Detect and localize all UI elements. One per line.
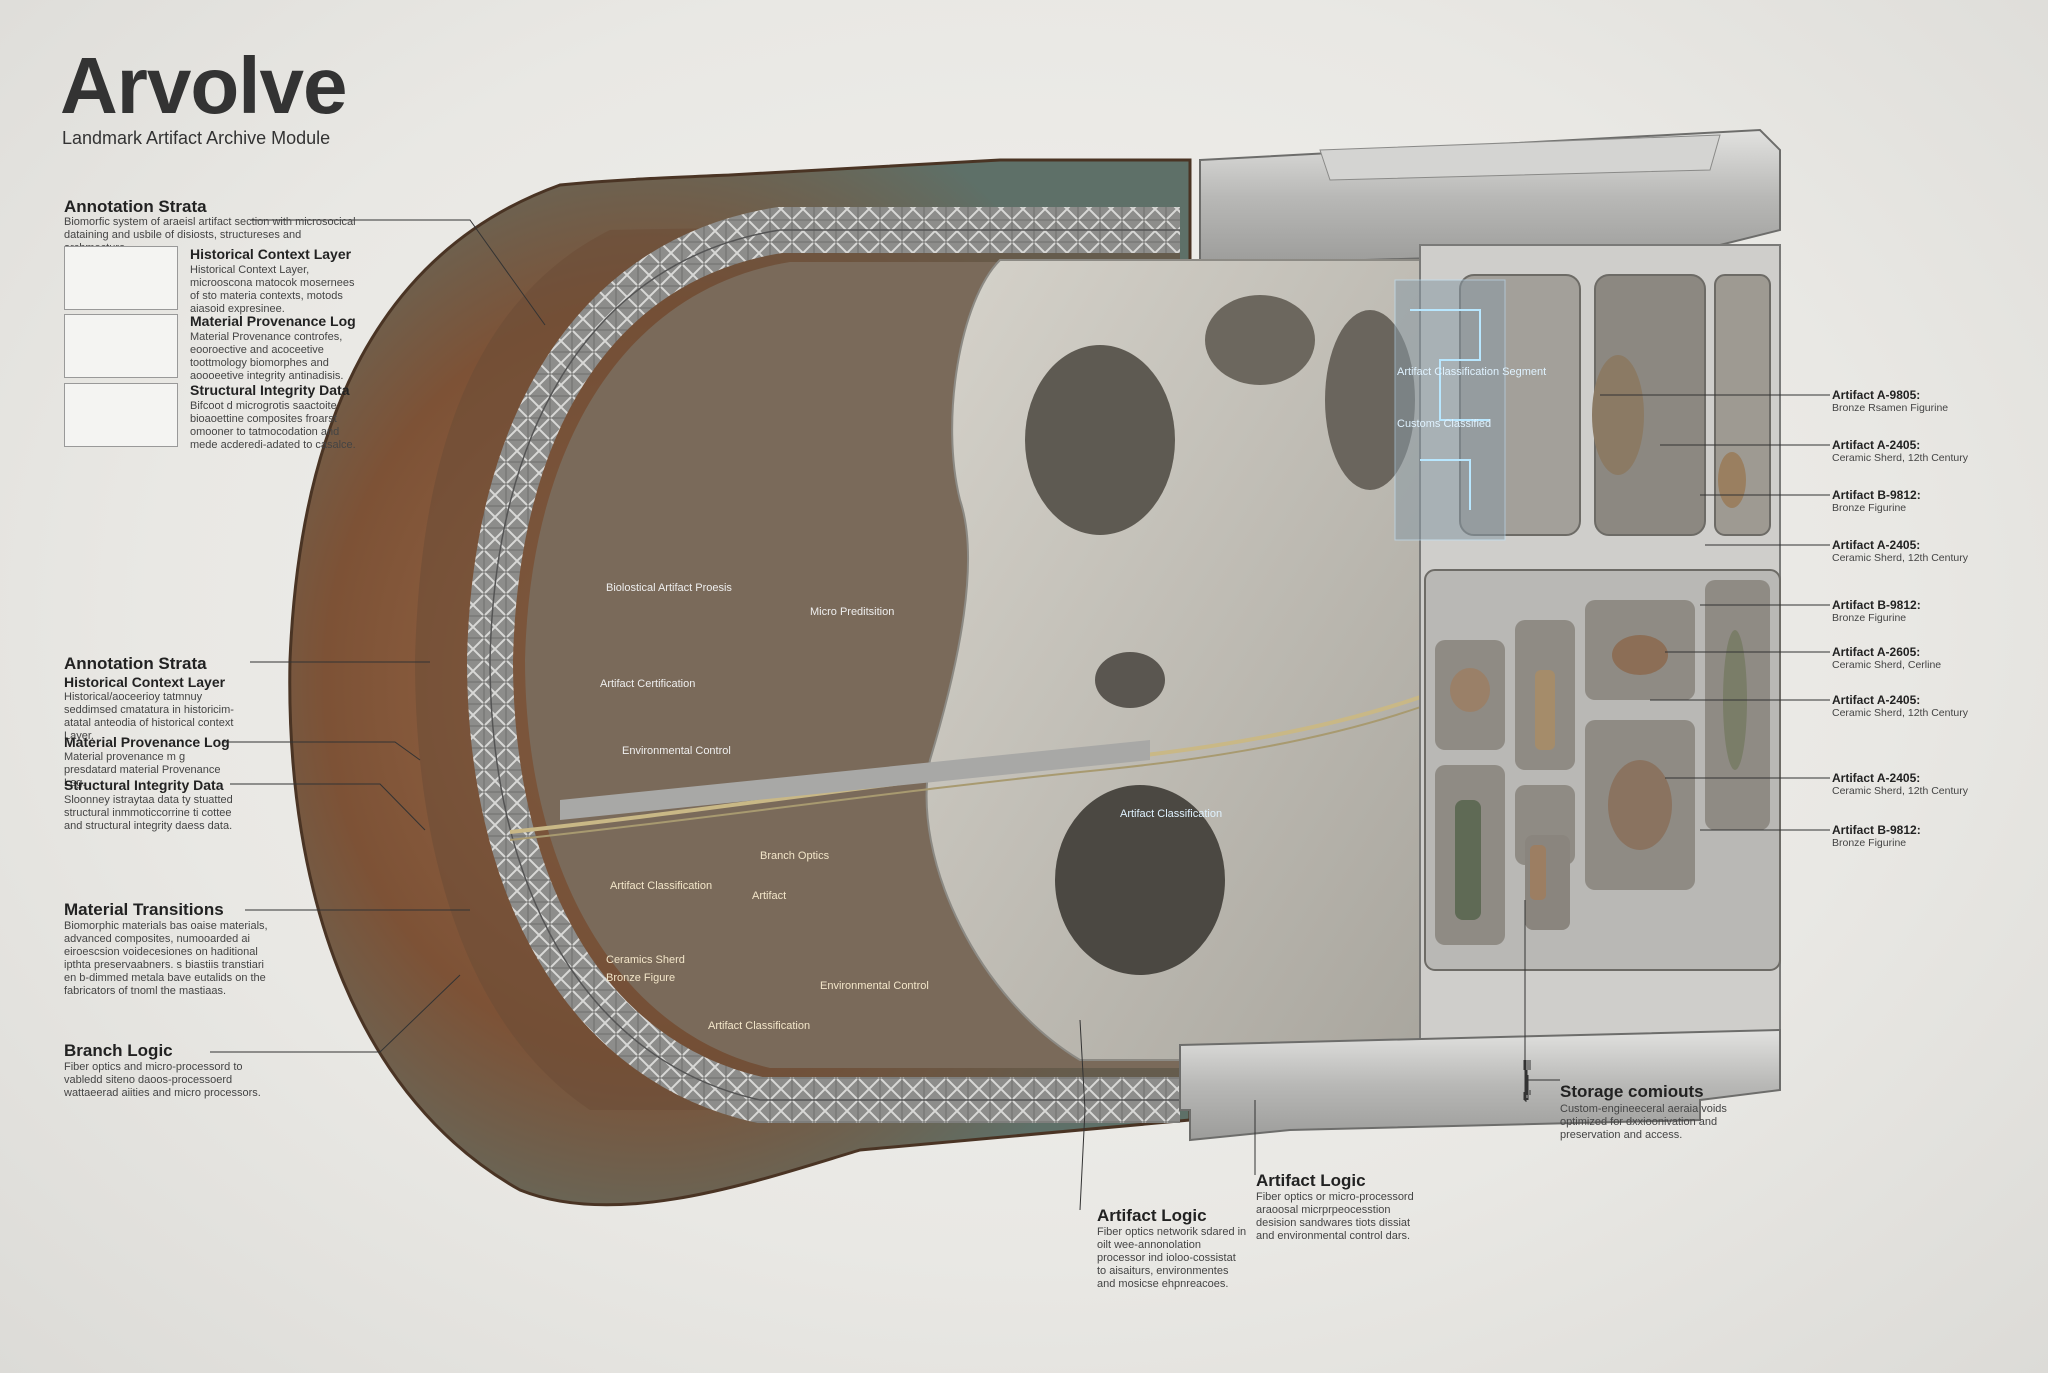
artifact-vase-3	[1608, 760, 1672, 850]
material-provenance-thumbnail	[64, 314, 178, 378]
historical-context-text: Historical Context Layer, microoscona ma…	[190, 264, 355, 315]
interior-label-5: Artifact Classification	[610, 880, 713, 892]
artifact-id: Artifact B-9812:	[1832, 823, 1921, 837]
artifact-desc: Bronze Figurine	[1832, 612, 1907, 624]
artifact-callout-4: Artifact A-2405: Ceramic Sherd, 12th Cen…	[1832, 538, 1968, 565]
lattice-void-4	[1095, 652, 1165, 708]
artifact-callout-8: Artifact A-2405: Ceramic Sherd, 12th Cen…	[1832, 771, 1968, 798]
artifact-desc: Ceramic Sherd, 12th Century	[1832, 785, 1968, 797]
artifact-id: Artifact A-2605:	[1832, 645, 1921, 659]
artifact-vase-2	[1718, 452, 1746, 508]
interior-label-1: Biolostical Artifact Proesis	[606, 582, 732, 594]
artifact-vase-1	[1592, 355, 1644, 475]
artifact-callout-3: Artifact B-9812: Bronze Figurine	[1832, 488, 1921, 515]
artifact-logic-1-heading: Artifact Logic	[1256, 1171, 1366, 1190]
artifact-figurine-1	[1535, 670, 1555, 750]
interior-label-6: Artifact	[752, 890, 787, 902]
interior-label-9: Environmental Control	[820, 980, 929, 992]
artifact-id: Artifact A-2405:	[1832, 438, 1921, 452]
artifact-callout-7: Artifact A-2405: Ceramic Sherd, 12th Cen…	[1832, 693, 1968, 720]
artifact-logic-2-heading: Artifact Logic	[1097, 1206, 1207, 1225]
artifact-logic-2-text: Fiber optics networik sdared in oilt wee…	[1097, 1226, 1247, 1290]
artifact-id: Artifact B-9812:	[1832, 488, 1921, 502]
interior-label-7: Bronze Figure	[606, 972, 676, 984]
artifact-callout-6: Artifact A-2605: Ceramic Sherd, Cerline	[1832, 645, 1941, 672]
artifact-id: Artifact A-2405:	[1832, 693, 1921, 707]
artifact-desc: Ceramic Sherd, 12th Century	[1832, 707, 1968, 719]
artifact-shard-2	[1612, 635, 1668, 675]
artifact-callout-1: Artifact A-9805: Bronze Rsamen Figurine	[1832, 388, 1948, 415]
callout-annotation-strata-heading: Annotation Strata	[64, 654, 207, 673]
artifact-logic-1-text: Fiber optics or micro-processord araoosa…	[1256, 1191, 1414, 1242]
storage-text: Custom-engineeceral aeraia voids optimiz…	[1560, 1103, 1727, 1141]
artifact-id: Artifact A-2405:	[1832, 538, 1921, 552]
lattice-void-3	[1055, 785, 1225, 975]
historical-context-heading: Historical Context Layer	[190, 246, 352, 262]
historical-context-thumbnail	[64, 246, 178, 310]
artifact-desc: Ceramic Sherd, 12th Century	[1832, 452, 1968, 464]
callout-branch-logic-heading: Branch Logic	[64, 1041, 173, 1060]
callout-material-provenance-heading: Material Provenance Log	[64, 734, 230, 750]
leader-lines	[210, 219, 1830, 1211]
divider-shelf	[560, 740, 1150, 820]
lattice-void-2	[1205, 295, 1315, 385]
callout-material-transitions-heading: Material Transitions	[64, 900, 224, 919]
structural-integrity-text: Bifcoot d microgrotis saactoite bioaoett…	[190, 400, 356, 451]
structural-integrity-heading: Structural Integrity Data	[190, 382, 350, 398]
artifact-shard-3	[1530, 845, 1546, 900]
artifact-id: Artifact A-2405:	[1832, 771, 1921, 785]
interior-label-2: Artifact Certification	[600, 678, 696, 690]
material-provenance-heading: Material Provenance Log	[190, 313, 356, 329]
interior-label-13: Customs Classified	[1397, 418, 1492, 430]
artifact-desc: Bronze Rsamen Figurine	[1832, 402, 1949, 414]
material-provenance-text: Material Provenance controfes, eooroecti…	[190, 331, 344, 382]
interior-label-14: Artifact Classification	[1120, 808, 1223, 820]
interior-label-3: Micro Preditsition	[810, 606, 895, 618]
artifact-id: Artifact B-9812:	[1832, 598, 1921, 612]
callout-material-transitions-text: Biomorphic materials bas oaise materials…	[64, 920, 268, 997]
callout-annotation-strata-text: Historical/aoceerioy tatmnuy seddimsed c…	[64, 691, 234, 742]
page-title: Arvolve	[60, 41, 347, 130]
artifact-callout-9: Artifact B-9812: Bronze Figurine	[1832, 823, 1921, 850]
page-subtitle: Landmark Artifact Archive Module	[62, 128, 331, 148]
callout-structural-integrity-text: Sloonney istraytaa data ty stuatted stru…	[64, 794, 233, 832]
lattice-void-1	[1025, 345, 1175, 535]
artifact-desc: Bronze Figurine	[1832, 837, 1907, 849]
callout-structural-integrity-heading: Structural Integrity Data	[64, 777, 224, 793]
artifact-id: Artifact A-9805:	[1832, 388, 1921, 402]
artifact-desc: Ceramic Sherd, 12th Century	[1832, 552, 1968, 564]
artifact-desc: Bronze Figurine	[1832, 502, 1907, 514]
artifact-desc: Ceramic Sherd, Cerline	[1832, 659, 1942, 671]
callout-material-provenance-text: Material provenance m g presdatard mater…	[64, 751, 221, 789]
callout-branch-logic-text: Fiber optics and micro-processord to vab…	[64, 1061, 261, 1099]
callout-historical-context-subheading: Historical Context Layer	[64, 674, 226, 690]
interior-label-12: Artifact Classification Segment	[1397, 366, 1547, 378]
metal-bottom-rail	[1179, 1028, 1781, 1142]
annotation-strata-heading: Annotation Strata	[64, 197, 207, 216]
lattice-void-5	[1325, 310, 1415, 490]
circuit-panel	[1394, 279, 1506, 541]
interior-label-11: Branch Optics	[760, 850, 830, 862]
artifact-figurine-3	[1455, 800, 1481, 920]
interior-label-8: Ceramics Sherd	[606, 954, 685, 966]
artifact-callout-2: Artifact A-2405: Ceramic Sherd, 12th Cen…	[1832, 438, 1968, 465]
structural-integrity-thumbnail	[64, 383, 178, 447]
storage-heading: Storage comiouts	[1560, 1082, 1704, 1101]
artifact-callout-5: Artifact B-9812: Bronze Figurine	[1832, 598, 1921, 625]
artifact-shard-1	[1450, 668, 1490, 712]
interior-label-10: Artifact Classification	[708, 1020, 811, 1032]
interior-label-4: Environmental Control	[622, 745, 731, 757]
